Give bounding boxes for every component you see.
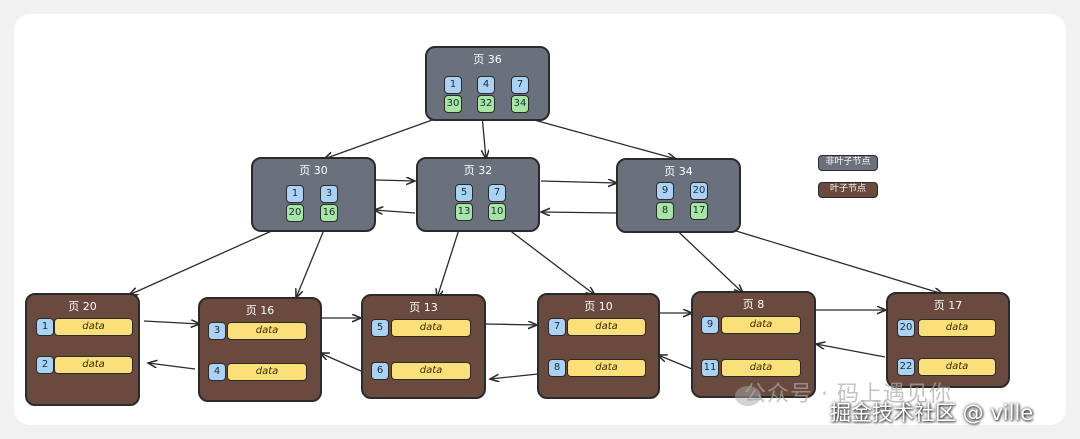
data-cell: data: [567, 359, 646, 377]
pointer-cell: 16: [320, 204, 338, 222]
key-cell: 20: [690, 182, 708, 200]
edge-p32-p13: [437, 219, 463, 298]
key-cell: 22: [897, 358, 915, 376]
key-cell: 4: [477, 76, 495, 94]
edge-p30-p20: [129, 219, 297, 295]
node-page-20: 页 20 1 data 2 data: [25, 293, 140, 406]
edge-p30-p32: [375, 180, 415, 181]
key-cell: 3: [320, 185, 338, 203]
key-cell: 11: [701, 359, 719, 377]
watermark-community: 掘金技术社区 @ ville: [830, 401, 1034, 425]
data-cell: data: [918, 358, 996, 376]
pointer-cell: 32: [477, 95, 495, 113]
data-cell: data: [227, 363, 307, 381]
key-cell: 1: [444, 76, 462, 94]
pointer-cell: 34: [511, 95, 529, 113]
key-cell: 7: [488, 184, 506, 202]
edge-p16-p20: [148, 363, 196, 370]
key-cell: 3: [208, 322, 226, 340]
data-cell: data: [391, 362, 471, 380]
node-page-10: 页 10 7 data 8 data: [537, 293, 660, 399]
key-cell: 9: [701, 316, 719, 334]
node-title: 页 36: [473, 53, 502, 66]
edge-p20-p16: [143, 321, 200, 324]
node-title: 页 32: [463, 164, 493, 177]
pointer-cell: 13: [455, 203, 473, 221]
edge-p17-p8: [816, 344, 886, 358]
data-cell: data: [721, 316, 801, 334]
key-cell: 20: [897, 319, 915, 337]
data-cell: data: [391, 319, 471, 337]
node-title: 页 8: [742, 298, 765, 311]
data-cell: data: [567, 318, 646, 336]
edge-p34-p17: [699, 219, 943, 294]
node-page-16: 页 16 3 data 4 data: [198, 297, 322, 402]
node-page-36: 页 36 1 4 7 30 32 34: [425, 46, 550, 121]
edge-p13-p16: [320, 353, 362, 372]
key-cell: 5: [455, 184, 473, 202]
pointer-cell: 30: [444, 95, 462, 113]
node-title: 页 34: [664, 165, 693, 178]
node-title: 页 17: [933, 299, 963, 312]
edge-p36-p30: [324, 114, 447, 159]
edge-p30-p16: [296, 219, 329, 298]
legend-leaf: 叶子节点: [818, 182, 878, 198]
edge-p34-p32: [541, 212, 618, 213]
node-title: 页 13: [409, 301, 438, 314]
edge-p13-p10: [484, 324, 537, 325]
legend-nonleaf: 非叶子节点: [818, 155, 878, 171]
key-cell: 1: [36, 318, 54, 336]
key-cell: 2: [36, 356, 54, 374]
edge-p32-p30: [374, 210, 416, 213]
key-cell: 6: [371, 362, 389, 380]
edge-p36-p34: [515, 114, 676, 159]
key-cell: 7: [511, 76, 529, 94]
key-cell: 4: [208, 363, 226, 381]
edge-p32-p34: [540, 181, 617, 183]
node-page-32: 页 32 5 7 13 10: [416, 157, 540, 232]
node-page-13: 页 13 5 data 6 data: [361, 294, 486, 399]
node-page-34: 页 34 9 20 8 17: [616, 158, 741, 233]
edge-p32-p10: [495, 219, 595, 295]
edge-p36-p32: [482, 114, 486, 159]
watermark-official-account: 公众号 · 码上遇见你: [744, 382, 952, 407]
node-title: 页 30: [299, 164, 328, 177]
node-page-17: 页 17 20 data 22 data: [886, 292, 1010, 388]
pointer-cell: 20: [286, 204, 304, 222]
key-cell: 5: [371, 319, 389, 337]
key-cell: 7: [548, 318, 566, 336]
data-cell: data: [227, 322, 307, 340]
wechat-icon: [735, 386, 761, 406]
node-page-30: 页 30 1 3 20 16: [251, 157, 376, 232]
pointer-cell: 17: [690, 202, 708, 220]
edge-p10-p13: [490, 373, 539, 379]
node-title: 页 16: [245, 304, 275, 317]
data-cell: data: [54, 318, 133, 336]
edge-p8-p10: [658, 355, 693, 370]
key-cell: 9: [656, 182, 674, 200]
key-cell: 8: [548, 359, 566, 377]
pointer-cell: 8: [656, 202, 674, 220]
key-cell: 1: [286, 185, 304, 203]
node-title: 页 20: [68, 300, 97, 313]
node-title: 页 10: [584, 300, 613, 313]
data-cell: data: [721, 359, 801, 377]
pointer-cell: 10: [488, 203, 506, 221]
data-cell: data: [918, 319, 996, 337]
data-cell: data: [54, 356, 133, 374]
